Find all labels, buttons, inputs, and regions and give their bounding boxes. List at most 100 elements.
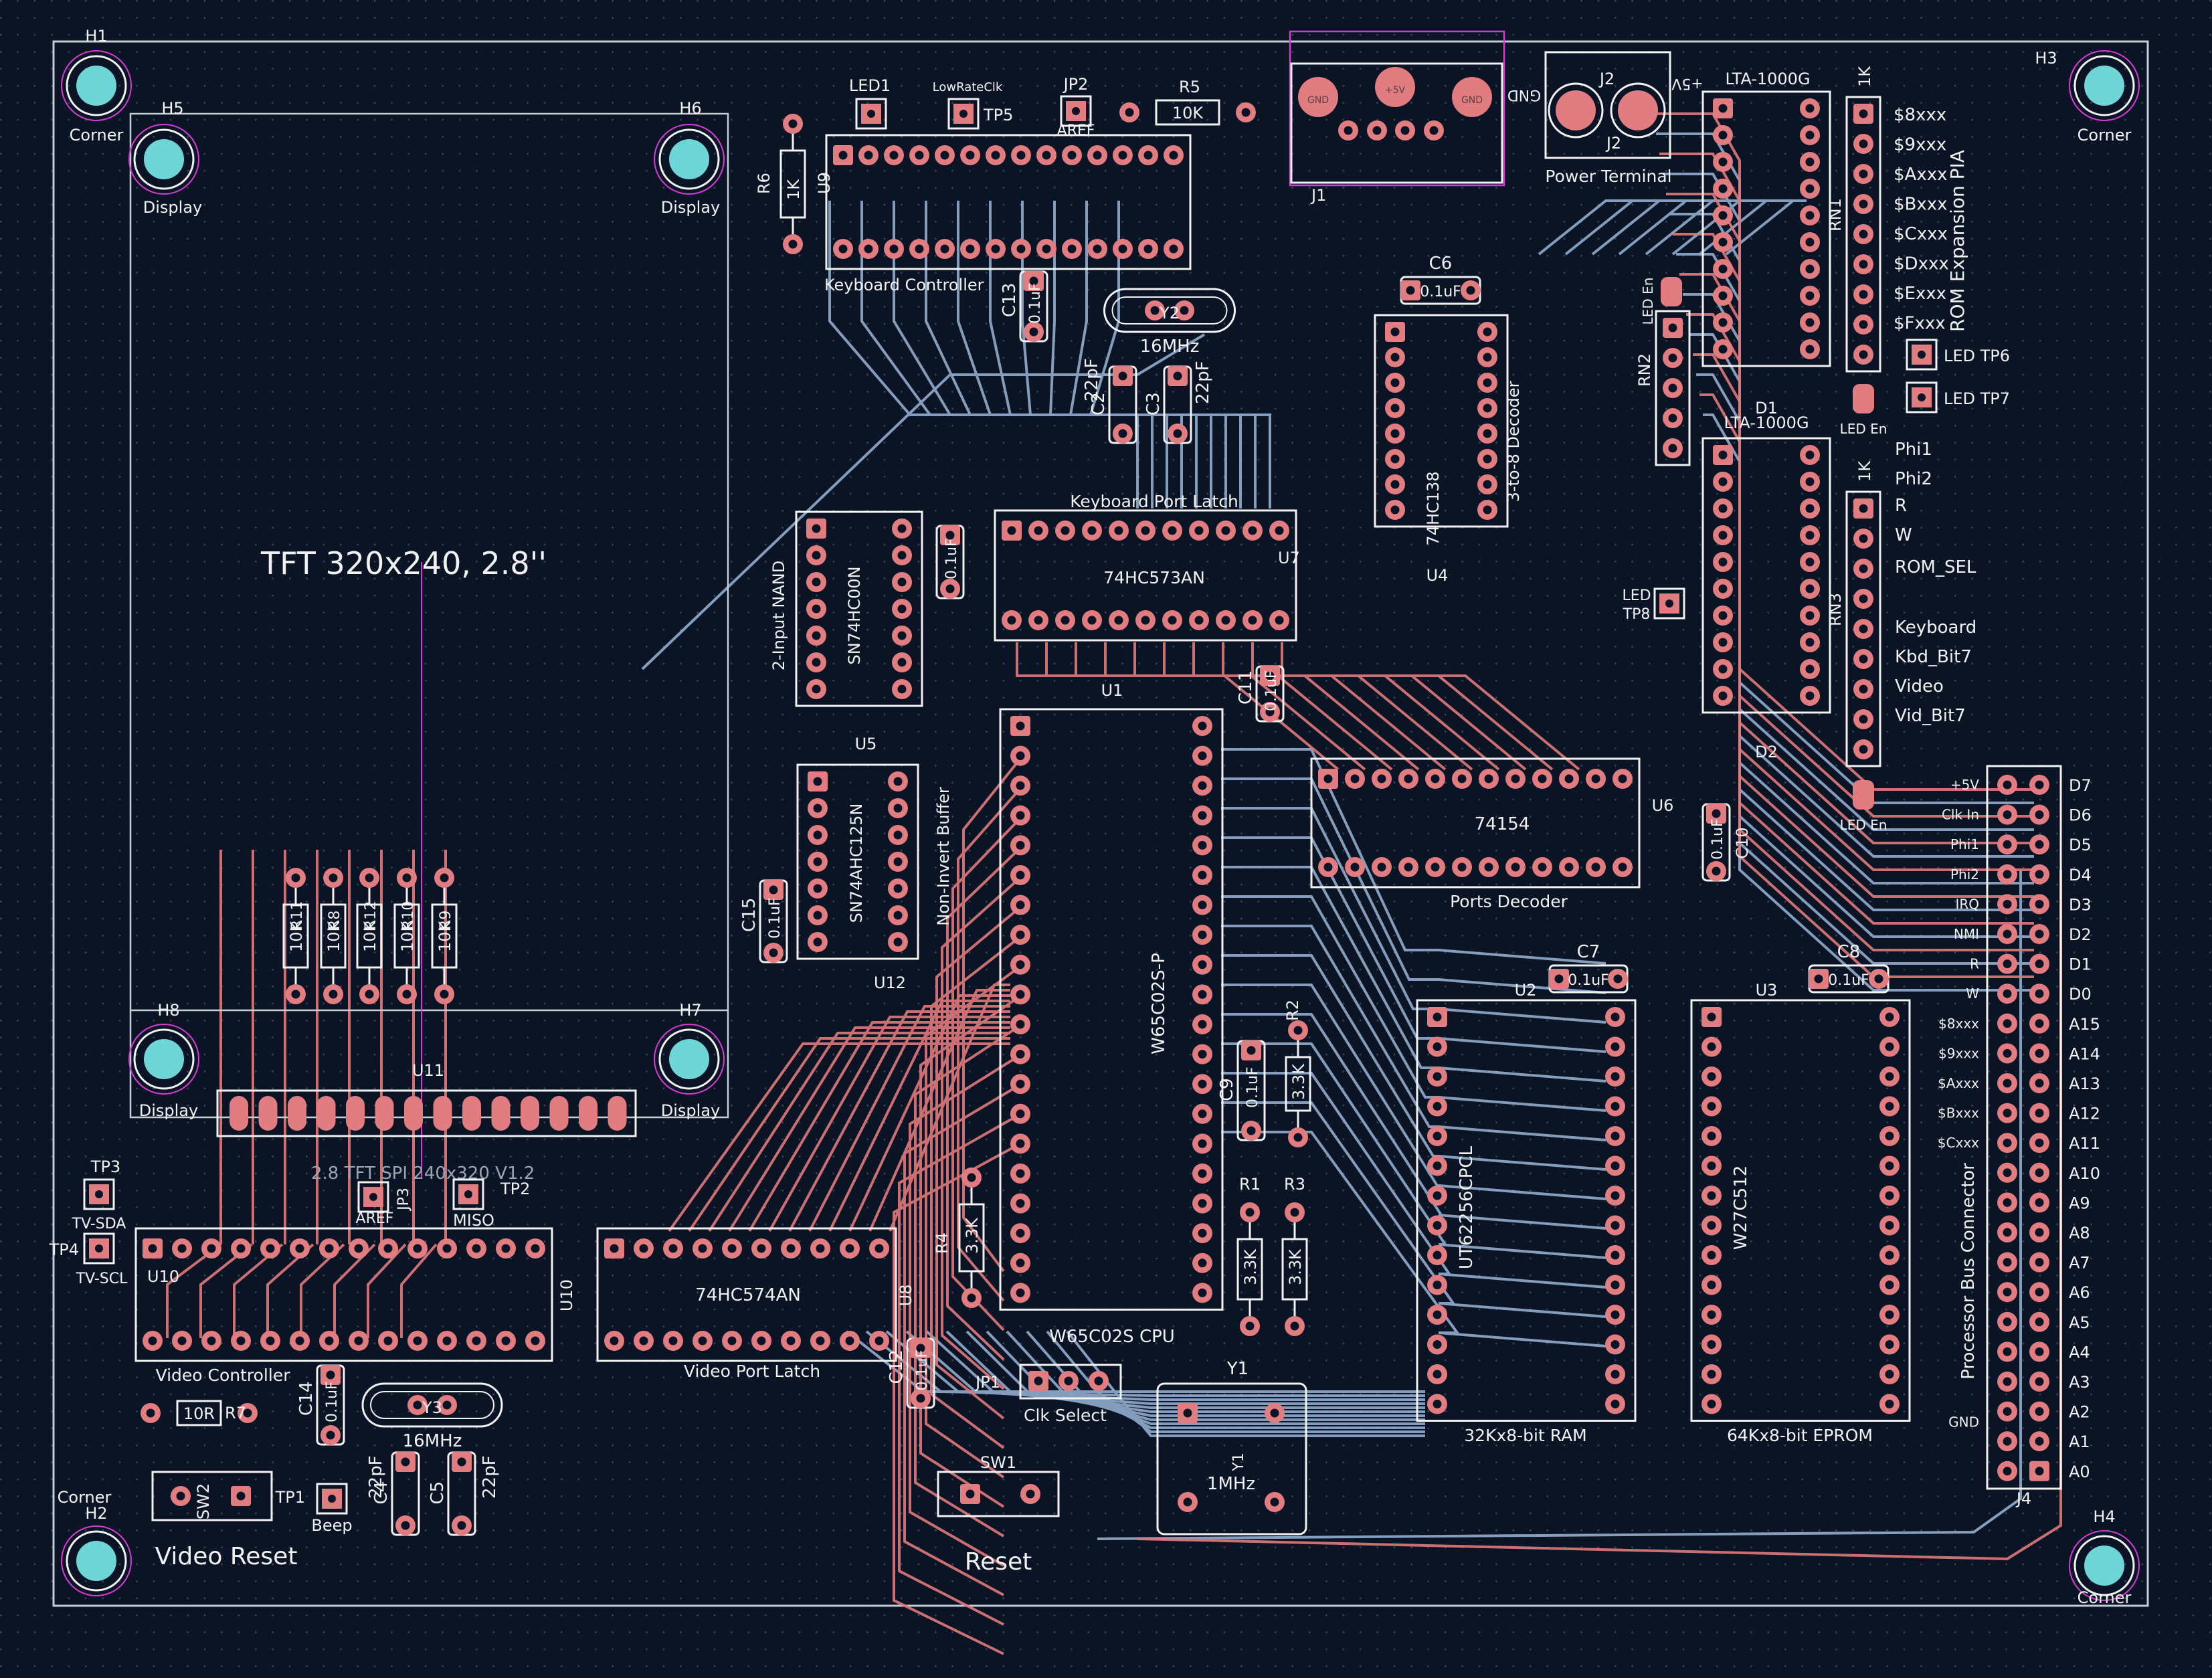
bus-pin-right: A9 [2069, 1194, 2090, 1212]
pad-drill [1221, 616, 1230, 625]
pad-drill [1859, 624, 1868, 634]
pad-drill [2003, 1258, 2012, 1267]
capacitor-ref: C3 [1143, 392, 1164, 415]
header-pad [258, 1096, 278, 1131]
pad-drill [2035, 1138, 2044, 1147]
switch-SW2 [151, 1471, 273, 1521]
pad-drill [1483, 327, 1492, 337]
rnet-ref: RN1 [1826, 198, 1845, 231]
pad-drill [1859, 109, 1868, 118]
pad-drill [413, 1400, 422, 1410]
res-ref: R5 [1179, 78, 1200, 96]
capacitor-value: 0.1uF [1710, 818, 1726, 860]
pad-drill [1433, 1161, 1442, 1170]
capacitor-value: 0.1uF [767, 897, 784, 939]
pad-drill [1016, 840, 1025, 850]
pad-drill [2003, 1407, 2012, 1416]
mount-hole [2084, 66, 2124, 106]
trace [957, 201, 1198, 508]
pad-drill [413, 1336, 422, 1345]
pad-drill [1668, 444, 1677, 453]
pad-drill [1034, 616, 1043, 625]
status-signal-label: ROM_SEL [1895, 557, 1976, 577]
trace [848, 994, 1010, 1232]
res-ref: R11 [289, 901, 306, 930]
bus-pin-right: D2 [2069, 925, 2092, 944]
capacitor-ref: C5 [428, 1481, 448, 1505]
pad-drill [2003, 780, 2012, 789]
pad-drill [1125, 108, 1134, 117]
pad-drill [1707, 1221, 1716, 1230]
header-pad [288, 1096, 306, 1131]
bus-pin-left: +5V [1950, 777, 1979, 793]
pad-drill [1718, 664, 1728, 674]
pad-drill [146, 1408, 155, 1418]
chip-label: Video Port Latch [684, 1362, 820, 1381]
tp-drill [95, 1190, 103, 1198]
pad-drill [1484, 774, 1493, 783]
chip-ref: U11 [412, 1061, 444, 1080]
pad-drill [1265, 707, 1275, 717]
tp-drill [464, 1190, 472, 1198]
pad-drill [1859, 320, 1868, 329]
pad-drill [1805, 691, 1815, 701]
trace [1097, 870, 2022, 1540]
pad-drill [2035, 1198, 2044, 1207]
pad-drill [1718, 450, 1728, 460]
trace [1069, 201, 1257, 508]
crystal-ref: Y2 [1159, 304, 1180, 322]
pad-drill [1016, 1020, 1025, 1029]
pad-drill [1707, 1042, 1716, 1051]
cap-value: 22pF [366, 1455, 386, 1499]
pad-drill [266, 1336, 275, 1345]
trace [1048, 201, 1242, 508]
pad-drill [2003, 1168, 2012, 1178]
pad-drill [1016, 1079, 1025, 1089]
resistor-value: 10K [398, 920, 417, 952]
pad-drill [1026, 1489, 1035, 1499]
pad-drill [1718, 264, 1728, 274]
rnet-ref: RN2 [1635, 353, 1654, 387]
mount-hole [2084, 1546, 2124, 1586]
pad-drill [1466, 286, 1475, 295]
tp-label: Beep [311, 1516, 352, 1535]
board-outline [52, 40, 2149, 1607]
pad-drill [1198, 1020, 1207, 1029]
res-ref: R7 [225, 1404, 246, 1422]
chip-U8 [596, 1227, 897, 1362]
pad-drill [1290, 1208, 1299, 1217]
pad-drill [2003, 1079, 2012, 1088]
pad-drill [1350, 862, 1360, 872]
pad-drill [1061, 526, 1070, 535]
pad-drill [1433, 1340, 1442, 1349]
pad-drill [1707, 1310, 1716, 1319]
pad-drill [1885, 1221, 1894, 1230]
pad-drill [2003, 1287, 2012, 1297]
pad-drill [457, 1457, 466, 1467]
cap-ref: C10 [1733, 827, 1752, 858]
trace [1221, 1131, 1606, 1347]
tp-sublabel: LowRateClk [933, 80, 1003, 94]
pad-drill [813, 884, 822, 893]
pad-drill [1183, 1408, 1192, 1418]
capacitor-ref: C4 [371, 1481, 391, 1505]
pad-drill [1707, 1281, 1716, 1289]
pad-drill [1118, 244, 1127, 254]
trace [1221, 866, 1606, 1083]
chip-ref: U6 [1652, 796, 1674, 815]
pad-drill [945, 531, 955, 540]
mount-hole-ref: H2 [85, 1504, 107, 1523]
pad-drill [1718, 477, 1728, 486]
pad-drill [864, 151, 873, 160]
pad-drill [1805, 104, 1815, 113]
tp-drill [1665, 599, 1673, 608]
trace [1006, 1330, 1425, 1425]
pad-drill [442, 1400, 452, 1410]
bus-pin-right: A2 [2069, 1403, 2090, 1422]
chip-ref: U4 [1426, 566, 1449, 585]
pad-drill [915, 244, 924, 254]
status-signal-label: Video [1895, 676, 1944, 696]
pad-drill [2035, 959, 2044, 969]
pad-drill [1885, 1400, 1894, 1408]
pad-drill [1859, 715, 1868, 724]
